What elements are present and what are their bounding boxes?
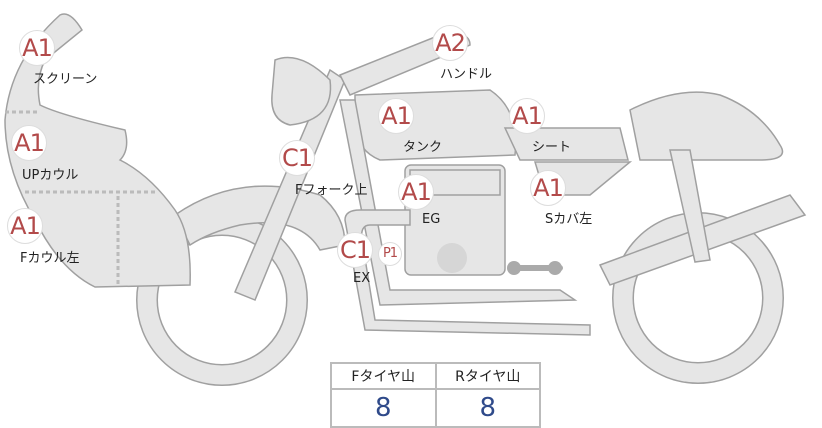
exhaust-pipe[interactable] bbox=[344, 209, 591, 336]
tank-grade-badge[interactable]: A1 bbox=[378, 98, 414, 134]
seat[interactable] bbox=[503, 127, 629, 161]
rear-tire-value: 8 bbox=[434, 388, 541, 428]
exhaust-grade-badge[interactable]: C1 bbox=[337, 232, 373, 268]
front-tire-header: Fタイヤ山 bbox=[330, 362, 437, 390]
front-tire-value: 8 bbox=[330, 388, 437, 428]
exhaust-extra-badge[interactable]: P1 bbox=[378, 242, 402, 266]
exhaust-label: EX bbox=[353, 271, 371, 286]
tail[interactable] bbox=[629, 91, 784, 161]
engine-label: EG bbox=[422, 212, 441, 227]
s-cover-left-grade-badge[interactable]: A1 bbox=[530, 170, 566, 206]
up-cowl-grade-badge[interactable]: A1 bbox=[11, 125, 47, 161]
f-cowl-left-grade-badge[interactable]: A1 bbox=[7, 208, 43, 244]
rear-frame[interactable] bbox=[669, 149, 711, 263]
screen-label: スクリーン bbox=[33, 72, 98, 87]
f-fork-upper-label: Fフォーク上 bbox=[295, 183, 368, 198]
screen-grade-badge[interactable]: A1 bbox=[19, 30, 55, 66]
frame[interactable] bbox=[339, 99, 578, 306]
engine-grade-badge[interactable]: A1 bbox=[398, 174, 434, 210]
f-cowl-left-label: Fカウル左 bbox=[20, 251, 80, 266]
seat-label: シート bbox=[532, 140, 572, 155]
f-fork-upper-grade-badge[interactable]: C1 bbox=[279, 140, 315, 176]
seat-grade-badge[interactable]: A1 bbox=[509, 98, 545, 134]
rear-tire-header: Rタイヤ山 bbox=[434, 362, 541, 390]
up-cowl-label: UPカウル bbox=[22, 168, 79, 183]
s-cover-left-label: Sカバ左 bbox=[545, 212, 593, 227]
headlight[interactable] bbox=[271, 56, 332, 126]
handle-label: ハンドル bbox=[440, 67, 493, 82]
screen-cowl[interactable] bbox=[4, 13, 191, 288]
handle-grade-badge[interactable]: A2 bbox=[432, 25, 468, 61]
tank-label: タンク bbox=[403, 140, 443, 155]
